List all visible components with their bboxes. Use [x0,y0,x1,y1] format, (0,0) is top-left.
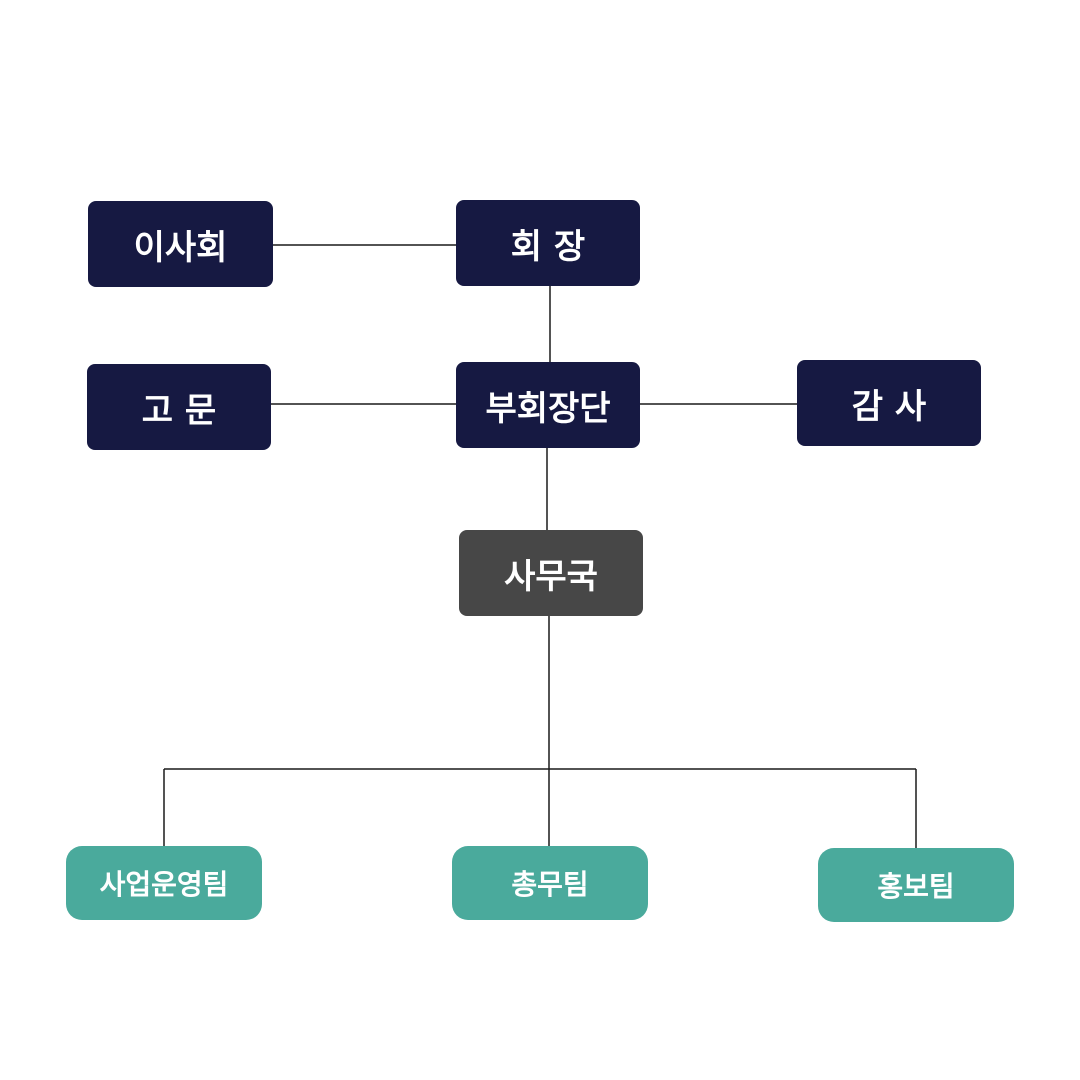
board-box: 이사회 [88,201,273,287]
president-label: 회 장 [510,226,586,267]
president-box: 회 장 [456,200,640,286]
team-general-affairs-box: 총무팀 [452,846,648,920]
advisor-label: 고 문 [141,390,217,431]
advisor-box: 고 문 [87,364,271,450]
team-business-ops-box: 사업운영팀 [66,846,262,920]
vice-presidents-box: 부회장단 [456,362,640,448]
team-pr-box: 홍보팀 [818,848,1014,922]
secretariat-box: 사무국 [459,530,643,616]
secretariat-label: 사무국 [504,556,598,597]
team-general-affairs-label: 총무팀 [511,868,589,901]
auditor-box: 감 사 [797,360,981,446]
team-pr-label: 홍보팀 [877,870,955,903]
vice-presidents-label: 부회장단 [485,388,611,429]
auditor-label: 감 사 [851,386,927,427]
team-business-ops-label: 사업운영팀 [99,868,229,901]
board-label: 이사회 [133,227,228,268]
